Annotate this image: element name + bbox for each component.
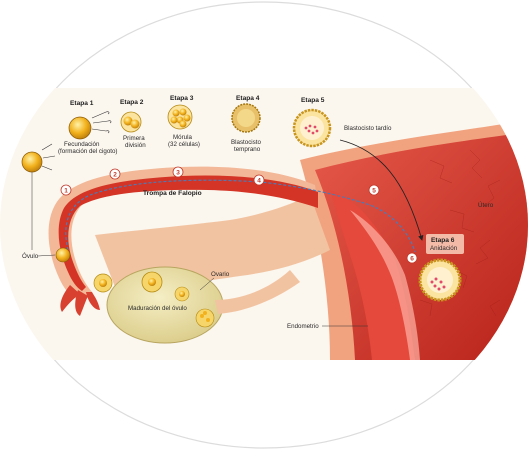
stage-3-line1: Mórula	[173, 134, 192, 141]
follicle	[195, 308, 215, 328]
follicle-granule	[200, 314, 204, 318]
stage-5-blastocyst	[292, 108, 332, 148]
stage-2-title: Etapa 2	[120, 99, 144, 106]
migration-path	[65, 179, 416, 253]
step-marker-4: 4	[253, 174, 265, 186]
ovum-leader-line	[37, 254, 56, 257]
stage-1-title: Etapa 1	[70, 100, 94, 107]
fallopian-tube-label: Trompa de Falopio	[143, 190, 202, 197]
step-marker-2: 2	[109, 168, 121, 180]
stage-6-line1: Anidación	[430, 245, 458, 252]
step-number-6: 6	[410, 255, 414, 262]
stage-4-title: Etapa 4	[236, 95, 260, 102]
stage-2-line2: división	[125, 142, 146, 149]
stage-5-title: Etapa 5	[301, 97, 325, 104]
stage-0-ovum-top	[21, 143, 56, 173]
endometrium-layer	[330, 190, 415, 360]
uterine-cavity	[350, 210, 420, 360]
ovarian-ligament	[215, 270, 300, 314]
fallopian-tube-lumen	[58, 175, 318, 291]
stage-2-cell	[120, 111, 142, 133]
step-number-1: 1	[64, 187, 68, 194]
step-marker-5: 5	[368, 184, 380, 196]
stage-1-line2: (formación del cigoto)	[58, 148, 118, 155]
step-number-2: 2	[113, 171, 117, 178]
ovary-leader-line	[199, 277, 215, 291]
step-marker-3: 3	[172, 166, 184, 178]
follicle-granule	[203, 311, 207, 315]
stage-2-line1: Primera	[123, 135, 145, 142]
follicle-oocyte	[148, 278, 156, 286]
late-blastocyst-label: Blastocisto tardío	[344, 125, 392, 132]
stage-6-label-box	[426, 234, 464, 254]
follicle-oocyte	[179, 291, 185, 297]
ovum-label: Óvulo	[22, 253, 39, 260]
uterus-texture	[419, 149, 501, 317]
step-number-4: 4	[257, 177, 261, 184]
stage-1-line1: Fecundación	[64, 141, 100, 148]
ovum-cell	[55, 247, 71, 263]
stage-4-line2: temprano	[234, 146, 261, 153]
step-marker-6: 6	[406, 252, 418, 264]
stage-1-zygote	[68, 111, 112, 140]
stage-3-line2: (32 células)	[168, 141, 200, 148]
fallopian-tube-outer	[48, 166, 318, 300]
stage-6-implanted-blastocyst	[418, 258, 462, 302]
follicle-granule	[206, 318, 210, 322]
step-number-5: 5	[372, 187, 376, 194]
uterus-label: Útero	[478, 202, 494, 209]
step-number-3: 3	[176, 169, 180, 176]
fimbriae	[60, 285, 100, 316]
released-oocyte	[99, 279, 107, 287]
stage-4-line1: Blastocisto	[231, 139, 261, 146]
maturation-label: Maduración del óvulo	[128, 305, 187, 312]
stage-4-early-blastocyst	[231, 103, 261, 133]
endometrium-label: Endometrio	[287, 323, 319, 330]
stage-3-title: Etapa 3	[170, 95, 194, 102]
implantation-arrow	[339, 139, 424, 241]
step-marker-1: 1	[60, 184, 72, 196]
ovary-label: Ovario	[211, 271, 230, 278]
stage-6-title: Etapa 6	[431, 237, 455, 244]
stage-3-morula	[167, 104, 193, 130]
